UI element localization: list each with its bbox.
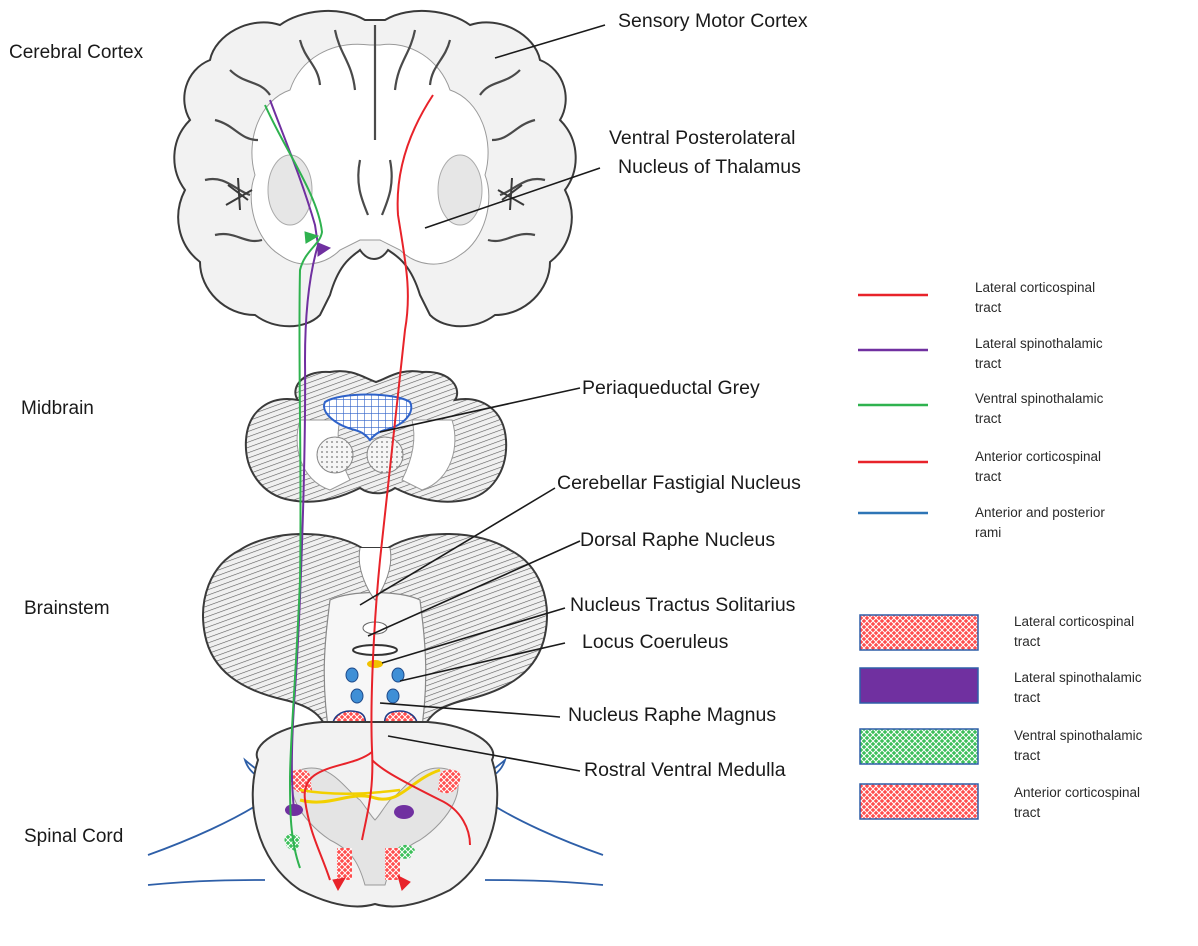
area-legend-label-2: Ventral spinothalamic tract	[1014, 726, 1142, 767]
area-legend-label-1: Lateral spinothalamic tract	[1014, 668, 1142, 709]
line-legend-label-4-line1: Anterior and posterior	[975, 503, 1105, 523]
line-legend-label-0: Lateral corticospinal tract	[975, 278, 1095, 319]
callout-vpl-line1: Ventral Posterolateral	[609, 125, 795, 152]
legend-swatch-3	[860, 784, 978, 819]
area-legend-label-1-line1: Lateral spinothalamic	[1014, 668, 1142, 688]
legend-swatch-1	[860, 668, 978, 703]
callout-nts: Nucleus Tractus Solitarius	[570, 592, 795, 619]
callout-vpl-line2: Nucleus of Thalamus	[618, 154, 801, 181]
lateral-spinothalamic-area-right	[394, 805, 414, 819]
callout-sensory-motor-cortex: Sensory Motor Cortex	[618, 8, 808, 35]
area-legend-label-0-line1: Lateral corticospinal	[1014, 612, 1134, 632]
legend-swatch-0	[860, 615, 978, 650]
area-legend-label-2-line2: tract	[1014, 746, 1142, 766]
area-legend-label-0-line2: tract	[1014, 632, 1134, 652]
callout-periaqueductal-grey: Periaqueductal Grey	[582, 375, 760, 402]
callout-rvm: Rostral Ventral Medulla	[584, 757, 786, 784]
line-legend-label-0-line1: Lateral corticospinal	[975, 278, 1095, 298]
raphe-marker-left	[351, 689, 363, 703]
region-label-brainstem: Brainstem	[24, 598, 110, 620]
locus-coeruleus-marker-left	[346, 668, 358, 682]
cerebral-cortex-section	[174, 11, 575, 326]
callout-locus-coeruleus: Locus Coeruleus	[582, 629, 728, 656]
midbrain-outline	[246, 371, 506, 502]
line-legend-label-3-line1: Anterior corticospinal	[975, 447, 1101, 467]
line-legend-label-3: Anterior corticospinal tract	[975, 447, 1101, 488]
callout-dorsal-raphe: Dorsal Raphe Nucleus	[580, 527, 775, 554]
line-legend-label-0-line2: tract	[975, 298, 1095, 318]
area-legend-label-0: Lateral corticospinal tract	[1014, 612, 1134, 653]
region-label-midbrain: Midbrain	[21, 398, 94, 420]
area-legend-swatches	[860, 615, 978, 819]
raphe-marker-right	[387, 689, 399, 703]
line-legend-label-2: Ventral spinothalamic tract	[975, 389, 1103, 430]
anterior-corticospinal-area-right	[385, 848, 400, 880]
area-legend-label-1-line2: tract	[1014, 688, 1142, 708]
region-label-spinal-cord: Spinal Cord	[24, 826, 123, 848]
line-legend-label-1-line1: Lateral spinothalamic	[975, 334, 1103, 354]
callout-raphe-magnus: Nucleus Raphe Magnus	[568, 702, 776, 729]
line-legend-label-4: Anterior and posterior rami	[975, 503, 1105, 544]
line-legend-label-1: Lateral spinothalamic tract	[975, 334, 1103, 375]
area-legend-label-2-line1: Ventral spinothalamic	[1014, 726, 1142, 746]
legend-swatch-2	[860, 729, 978, 764]
region-label-cerebral-cortex: Cerebral Cortex	[9, 42, 143, 64]
line-legend-label-2-line1: Ventral spinothalamic	[975, 389, 1103, 409]
line-legend-label-3-line2: tract	[975, 467, 1101, 487]
spinal-cord-section	[148, 722, 603, 906]
callout-cerebellar-fastigial: Cerebellar Fastigial Nucleus	[557, 470, 801, 497]
anterior-corticospinal-area-left	[337, 848, 352, 880]
area-legend-label-3: Anterior corticospinal tract	[1014, 783, 1140, 824]
line-legend-label-2-line2: tract	[975, 409, 1103, 429]
line-legend-markers	[858, 295, 928, 513]
area-legend-label-3-line2: tract	[1014, 803, 1140, 823]
line-legend-label-1-line2: tract	[975, 354, 1103, 374]
line-legend-label-4-line2: rami	[975, 523, 1105, 543]
nucleus-tractus-solitarius-marker	[367, 660, 383, 668]
area-legend-label-3-line1: Anterior corticospinal	[1014, 783, 1140, 803]
midbrain-section	[246, 371, 506, 502]
